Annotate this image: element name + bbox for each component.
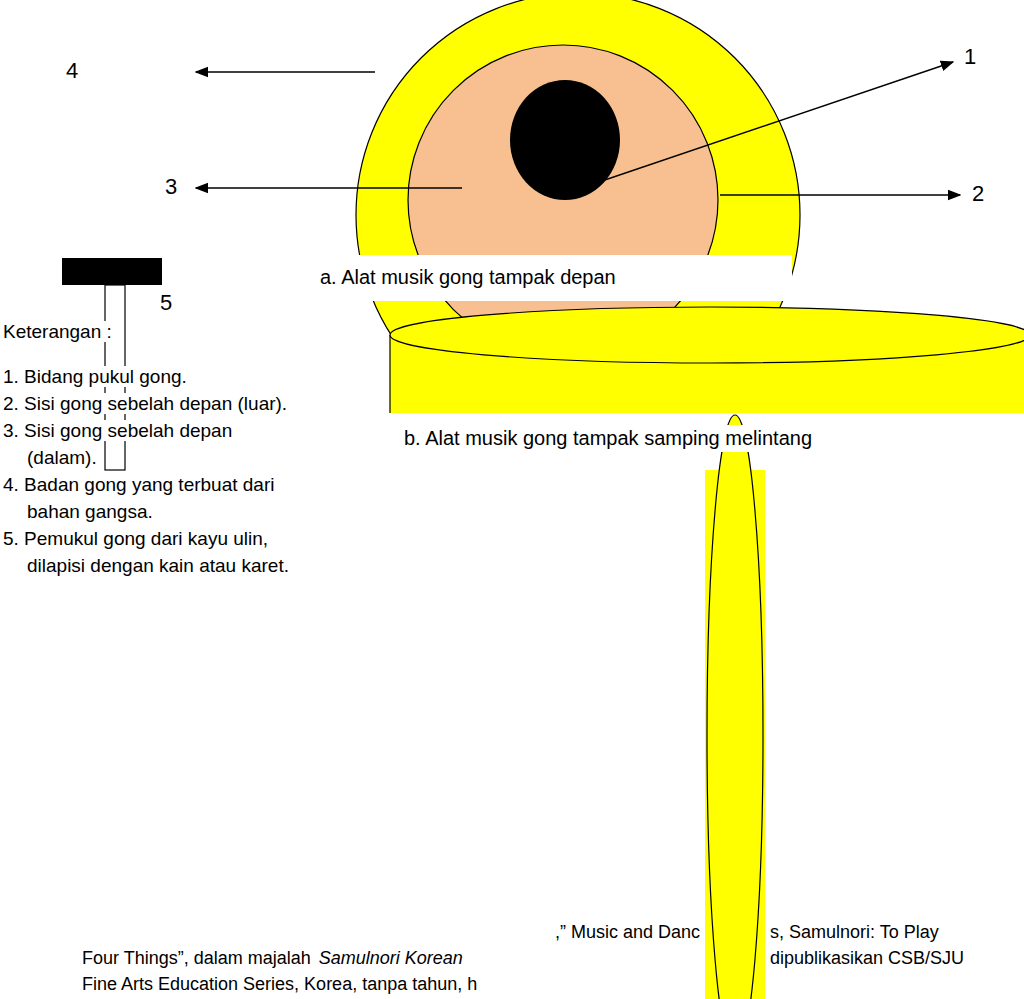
callout-number: 2 [972, 181, 984, 206]
legend-entry-text: 1. Bidang pukul gong. [3, 366, 187, 387]
gong-side-rim [390, 307, 1024, 363]
legend-entry: 2. Sisi gong sebelah depan (luar). [3, 390, 293, 417]
legend-entry: 1. Bidang pukul gong. [3, 363, 293, 390]
legend-list: Keterangan : 1. Bidang pukul gong. 2. Sisi… [3, 318, 293, 579]
legend-heading: Keterangan : [3, 318, 293, 345]
callout-number: 1 [964, 44, 976, 69]
legend-entry-text: 4. Badan gong yang terbuat dari bahan ga… [3, 474, 274, 522]
callout-number: 5 [160, 290, 172, 315]
citation-text: Samulnori Korean [317, 948, 465, 969]
legend-entry: 4. Badan gong yang terbuat dari bahan ga… [3, 471, 293, 525]
callout-number: 3 [165, 174, 177, 199]
citation-text: Fine Arts Education Series, Korea, tanpa… [80, 974, 479, 995]
legend-entry-text: 3. Sisi gong sebelah depan (dalam). [3, 420, 232, 468]
leader-arrow [590, 62, 953, 185]
legend-entry: 3. Sisi gong sebelah depan (dalam). [3, 417, 293, 471]
callout-number: 4 [66, 58, 78, 83]
caption-ground [300, 255, 792, 301]
figure-caption: a. Alat musik gong tampak depan [316, 264, 620, 291]
gong-side-rim [707, 415, 763, 999]
leader-arrow [720, 194, 960, 196]
legend-entry-text: 2. Sisi gong sebelah depan (luar). [3, 393, 287, 414]
legend-entry-text: 5. Pemukul gong dari kayu ulin, dilapisi… [3, 528, 289, 576]
citation-text: ,” Music and Danc [553, 922, 702, 943]
legend-entry: 5. Pemukul gong dari kayu ulin, dilapisi… [3, 525, 293, 579]
leader-arrow [196, 71, 375, 73]
citation-text: Four Things”, dalam majalah [80, 948, 313, 969]
legend-heading-text: Keterangan : [3, 321, 112, 342]
leader-arrow [196, 187, 462, 189]
gong-boss [510, 80, 620, 200]
mallet-head [62, 258, 162, 285]
caption-ground [385, 413, 1024, 470]
citation-text: dipublikasikan CSB/SJU [768, 948, 966, 969]
figure-caption: b. Alat musik gong tampak samping melint… [400, 425, 816, 452]
citation-text: s, Samulnori: To Play [768, 922, 941, 943]
